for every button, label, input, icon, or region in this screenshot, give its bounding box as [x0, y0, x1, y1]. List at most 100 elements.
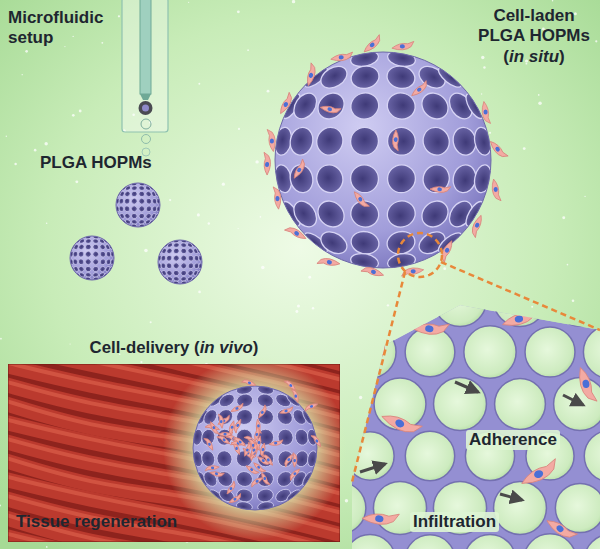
pore	[374, 378, 426, 430]
speckle	[489, 132, 491, 134]
pore	[124, 212, 131, 219]
pore	[161, 270, 168, 277]
pore	[130, 197, 138, 205]
speckle	[72, 114, 75, 117]
pore	[180, 254, 188, 262]
pore	[180, 242, 187, 248]
pore	[130, 205, 138, 213]
pore	[464, 534, 515, 549]
cell	[489, 138, 508, 161]
speckle	[308, 276, 311, 279]
cell	[392, 41, 414, 50]
pore	[166, 269, 173, 276]
pore	[166, 262, 173, 269]
pore	[138, 213, 145, 220]
cell	[288, 468, 302, 480]
cell	[256, 405, 269, 419]
pore	[180, 248, 187, 255]
cell	[272, 187, 281, 209]
speckle	[101, 42, 103, 44]
speckle	[118, 15, 120, 17]
cell	[578, 366, 598, 404]
cell	[216, 415, 231, 425]
cell	[290, 453, 298, 468]
speckle	[198, 83, 200, 85]
speckle	[0, 505, 1, 507]
pore	[287, 125, 315, 157]
pore	[78, 243, 85, 250]
speckle	[443, 267, 446, 270]
label: PLGA HOPMs	[40, 153, 170, 173]
pore	[200, 449, 216, 468]
cell	[248, 442, 260, 457]
pore	[583, 325, 600, 378]
pore	[187, 262, 194, 269]
microfluidic-device	[122, 0, 168, 156]
speckle	[188, 2, 189, 3]
pore	[124, 205, 131, 212]
porous-microsphere	[69, 235, 114, 280]
label: Adherence	[466, 430, 560, 450]
pore	[464, 326, 516, 378]
pore	[217, 392, 236, 410]
pore	[173, 270, 180, 277]
pore	[161, 263, 167, 270]
zoom-circle	[398, 233, 442, 277]
speckle	[237, 10, 240, 13]
speckle	[64, 46, 65, 47]
pore	[84, 258, 92, 266]
cell	[430, 183, 451, 194]
speckle	[584, 196, 585, 197]
pore	[145, 205, 152, 212]
pore	[313, 124, 347, 159]
speckle	[222, 183, 225, 186]
pore	[345, 535, 396, 549]
pore	[99, 251, 106, 258]
pore	[187, 269, 194, 276]
cell	[482, 101, 490, 123]
pore	[180, 262, 188, 270]
speckle	[267, 90, 270, 93]
speckle	[79, 110, 82, 113]
pore	[73, 251, 79, 258]
cell	[331, 52, 353, 61]
cell	[241, 377, 256, 388]
porous-microsphere	[192, 384, 319, 512]
label: Microfluidic setup	[8, 8, 120, 49]
cell	[409, 81, 430, 97]
cell	[217, 433, 231, 447]
pore	[145, 190, 152, 197]
porous-microsphere	[115, 182, 160, 227]
pore	[434, 274, 487, 327]
porous-microsphere	[157, 239, 202, 284]
cell	[279, 407, 294, 414]
pore	[92, 266, 99, 273]
pore	[145, 212, 152, 219]
speckle	[481, 56, 484, 59]
cell	[391, 130, 402, 151]
speckle	[208, 222, 210, 224]
cell	[362, 508, 400, 528]
pore	[131, 191, 138, 198]
cell	[545, 514, 577, 544]
pore	[85, 244, 92, 251]
pore	[301, 470, 315, 487]
pore	[124, 198, 131, 205]
cell	[276, 92, 296, 114]
speckle	[72, 36, 73, 37]
speckle	[312, 307, 314, 309]
pore	[85, 266, 92, 273]
pore	[301, 408, 315, 425]
speckle	[260, 216, 262, 218]
speckle	[150, 321, 152, 323]
speckle	[297, 304, 300, 307]
cell	[224, 481, 238, 495]
cell	[317, 256, 340, 270]
pore	[138, 191, 145, 198]
pore	[584, 534, 600, 549]
pore	[138, 185, 145, 191]
cell	[205, 466, 219, 472]
speckle	[144, 249, 148, 253]
pore	[145, 198, 152, 205]
